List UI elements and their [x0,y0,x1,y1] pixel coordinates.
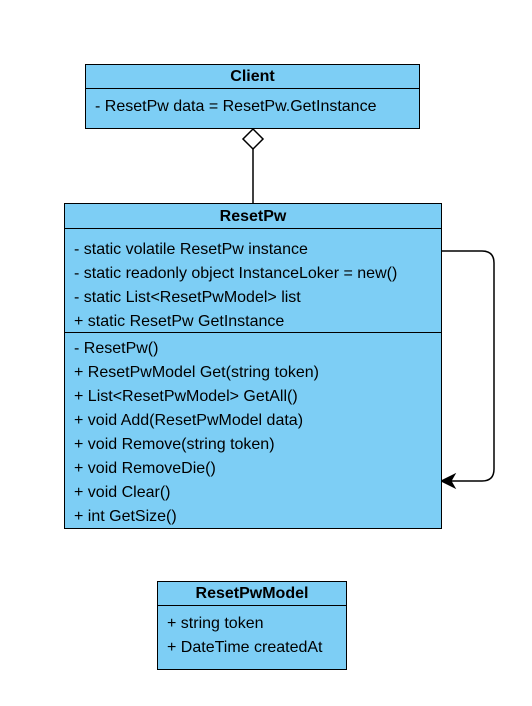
class-resetpw-attribute: + static ResetPw GetInstance [74,313,285,330]
class-client-title: Client [86,65,419,89]
class-client[interactable]: Client - ResetPw data = ResetPw.GetInsta… [85,64,420,129]
class-resetpw-attribute: - static List<ResetPwModel> list [74,289,301,306]
class-resetpw-method: + int GetSize() [74,508,177,525]
class-resetpwmodel-attribute: + string token [167,615,264,632]
class-resetpw-method: + void Clear() [74,484,171,501]
class-resetpw-title: ResetPw [65,204,441,229]
class-resetpw[interactable]: ResetPw - static volatile ResetPw instan… [64,203,442,529]
self-association-arrowhead-icon [439,472,457,490]
class-resetpwmodel[interactable]: ResetPwModel + string token + DateTime c… [157,581,347,670]
class-resetpw-attribute: - static readonly object InstanceLoker =… [74,265,398,282]
class-resetpwmodel-attributes: + string token + DateTime createdAt [158,606,346,660]
class-resetpwmodel-attribute: + DateTime createdAt [167,639,323,656]
class-resetpw-attributes: - static volatile ResetPw instance - sta… [65,229,441,332]
class-resetpw-method: + void Add(ResetPwModel data) [74,412,304,429]
self-association-line [441,250,495,482]
class-resetpw-method: + void Remove(string token) [74,436,275,453]
class-resetpwmodel-title: ResetPwModel [158,582,346,606]
aggregation-diamond-icon [241,127,265,151]
class-resetpw-method: - ResetPw() [74,340,159,357]
class-resetpw-method: + List<ResetPwModel> GetAll() [74,388,298,405]
class-resetpw-method: + ResetPwModel Get(string token) [74,364,319,381]
class-client-attributes: - ResetPw data = ResetPw.GetInstance [86,89,419,119]
class-resetpw-attribute: - static volatile ResetPw instance [74,241,308,258]
class-resetpw-method: + void RemoveDie() [74,460,216,477]
class-client-attribute: - ResetPw data = ResetPw.GetInstance [95,98,377,115]
class-resetpw-methods: - ResetPw() + ResetPwModel Get(string to… [65,332,441,529]
